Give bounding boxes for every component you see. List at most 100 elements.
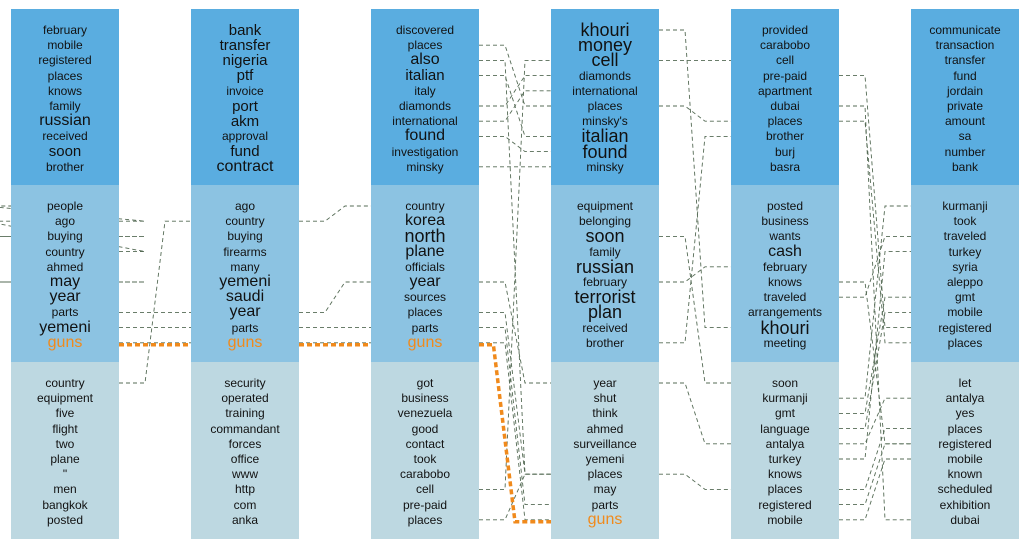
topic-word: international bbox=[572, 83, 638, 98]
topic-word: antalya bbox=[945, 391, 985, 406]
topic-word: mobile bbox=[47, 38, 83, 53]
topic-word: equipment bbox=[576, 199, 634, 213]
topic-word: operated bbox=[221, 391, 269, 406]
topic-word: russian bbox=[575, 256, 635, 277]
topic-word: basra bbox=[769, 159, 801, 174]
topic-word: traveled bbox=[943, 229, 987, 244]
topic-band-bottom bbox=[551, 362, 659, 539]
topic-word: scheduled bbox=[937, 482, 993, 497]
topic-word: dubai bbox=[950, 512, 980, 527]
topic-band-bottom bbox=[191, 362, 299, 539]
topic-word: money bbox=[577, 35, 633, 56]
topic-word: khouri bbox=[760, 317, 810, 338]
topic-word: bangkok bbox=[42, 497, 88, 512]
topic-link bbox=[659, 105, 731, 122]
topic-word: brother bbox=[765, 129, 805, 144]
topic-word: received bbox=[582, 320, 628, 335]
topic-word: belonging bbox=[578, 214, 632, 229]
topic-word: plane bbox=[405, 242, 445, 260]
topic-word: two bbox=[55, 436, 75, 451]
topic-word: terrorist bbox=[574, 287, 636, 308]
topic-word: invoice bbox=[226, 83, 264, 98]
topic-link bbox=[839, 235, 911, 298]
topic-word: parts bbox=[231, 320, 259, 335]
topic-word: provided bbox=[761, 23, 809, 37]
topic-word: com bbox=[233, 497, 257, 512]
topic-word: pre-paid bbox=[402, 497, 448, 512]
topic-word: minsky's bbox=[582, 114, 628, 129]
topic-word: communicate bbox=[929, 23, 1001, 37]
topic-band-bottom bbox=[731, 362, 839, 539]
topic-word: soon bbox=[585, 226, 625, 247]
topic-word: year bbox=[593, 376, 617, 390]
topic-link bbox=[839, 428, 911, 490]
topic-word: minsky bbox=[586, 159, 624, 174]
topic-word: mobile bbox=[947, 305, 983, 320]
topic-link bbox=[659, 235, 731, 384]
topic-word: diamonds bbox=[398, 99, 452, 113]
topic-word: transfer bbox=[944, 53, 986, 68]
topic-word: office bbox=[230, 452, 260, 466]
topic-word: security bbox=[224, 376, 266, 390]
topic-word: year bbox=[229, 303, 261, 321]
topic-word: transfer bbox=[219, 36, 271, 54]
topic-link bbox=[839, 205, 911, 399]
topic-word: may bbox=[49, 273, 81, 290]
topic-word: italian bbox=[405, 67, 445, 85]
topic-word: investigation bbox=[391, 144, 459, 159]
topic-word: places bbox=[587, 467, 623, 482]
topic-word: approval bbox=[221, 129, 269, 144]
topic-word: ahmed bbox=[586, 421, 624, 436]
topic-word: registered bbox=[938, 320, 992, 335]
topic-link bbox=[479, 311, 551, 475]
topic-link bbox=[479, 473, 551, 521]
topic-word: plan bbox=[587, 302, 623, 323]
topic-word: buying bbox=[227, 229, 263, 244]
topic-word: parts bbox=[51, 305, 79, 320]
topic-word: business bbox=[761, 214, 809, 229]
topic-link bbox=[299, 205, 371, 222]
topic-word: antalya bbox=[765, 436, 805, 451]
topic-word: bank bbox=[951, 159, 979, 174]
topic-word: many bbox=[230, 259, 260, 274]
topic-word: shut bbox=[593, 391, 617, 406]
topic-word: found bbox=[404, 127, 446, 145]
topic-word: parts bbox=[591, 497, 619, 512]
topic-word: amount bbox=[944, 114, 986, 129]
topic-word: discovered bbox=[395, 23, 455, 37]
topic-word: diamonds bbox=[578, 68, 632, 83]
topic-link bbox=[659, 266, 731, 283]
topic-word: italian bbox=[581, 126, 629, 147]
topic-link bbox=[839, 105, 911, 521]
topic-word: yemeni bbox=[219, 273, 271, 290]
topic-word: received bbox=[42, 129, 88, 144]
topic-band-top bbox=[11, 9, 119, 185]
topic-link bbox=[479, 342, 551, 521]
topic-word: year bbox=[409, 273, 441, 290]
topic-word: found bbox=[582, 141, 628, 162]
topic-word: equipment bbox=[36, 391, 94, 406]
topic-word: february bbox=[762, 259, 808, 274]
topic-word: www bbox=[232, 467, 258, 482]
topic-word: language bbox=[760, 421, 810, 436]
topic-word: transaction bbox=[935, 38, 995, 53]
topic-word: ahmed bbox=[46, 259, 84, 274]
topic-word: posted bbox=[766, 199, 804, 213]
topic-word: soon bbox=[48, 143, 82, 161]
topic-word: kurmanji bbox=[942, 199, 988, 213]
topic-link bbox=[839, 251, 911, 460]
topic-word: places bbox=[587, 99, 623, 113]
topic-word: took bbox=[413, 452, 437, 466]
topic-word: february bbox=[42, 23, 88, 37]
topic-link bbox=[839, 75, 911, 329]
topic-word: pre-paid bbox=[762, 68, 808, 83]
topic-link bbox=[119, 220, 191, 384]
topic-word: aleppo bbox=[946, 275, 984, 289]
topic-word: yemeni bbox=[39, 318, 91, 336]
topic-word: family bbox=[589, 244, 621, 259]
topic-word: registered bbox=[758, 497, 812, 512]
topic-link bbox=[479, 59, 551, 490]
